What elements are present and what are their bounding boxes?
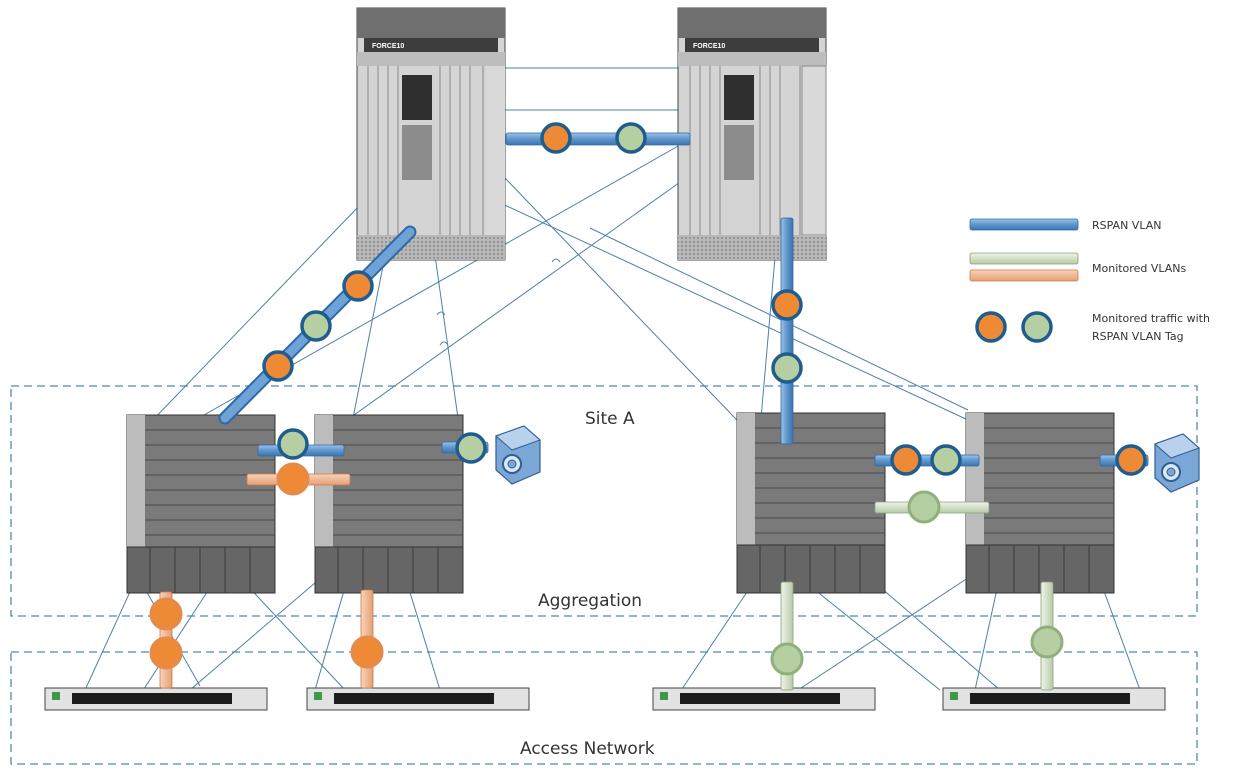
access-switch-2 — [306, 687, 530, 711]
traffic-marker-green — [930, 444, 962, 476]
aggregation-chassis-2 — [314, 414, 464, 594]
monitored-markers — [149, 462, 1064, 676]
traffic-marker-green — [300, 310, 332, 342]
core-brand-label-left: FORCE10 — [372, 43, 404, 50]
core-brand-label-right: FORCE10 — [693, 43, 725, 50]
traffic-marker-orange — [540, 122, 572, 154]
access-switch-1 — [44, 687, 268, 711]
network-analyzer-icon — [495, 425, 541, 485]
legend-rspan-label: RSPAN VLAN — [1092, 219, 1161, 232]
legend-traffic-green-marker — [1021, 311, 1053, 343]
monitored-marker-orange — [149, 636, 183, 670]
traffic-marker-green — [771, 352, 803, 384]
traffic-marker-orange — [342, 270, 374, 302]
traffic-marker-orange — [262, 350, 294, 382]
core-chassis-left: FORCE10 — [356, 7, 506, 261]
legend-traffic-label-line1: Monitored traffic with — [1092, 312, 1210, 325]
traffic-markers — [262, 122, 1147, 476]
legend-monitored-orange-swatch — [969, 269, 1079, 282]
legend-monitored-green-swatch — [969, 252, 1079, 265]
monitored-marker-green — [1030, 625, 1064, 659]
access-switch-3 — [652, 687, 876, 711]
aggregation-chassis-4 — [965, 412, 1115, 594]
aggregation-chassis-1 — [126, 414, 276, 594]
site-zone-frame — [10, 385, 1198, 617]
site-zone-label: Site A — [585, 409, 635, 429]
access-zone-label: Access Network — [520, 739, 655, 759]
monitored-marker-orange — [276, 462, 310, 496]
legend-traffic-orange-marker — [975, 311, 1007, 343]
monitored-marker-orange — [149, 597, 183, 631]
monitored-marker-orange — [350, 635, 384, 669]
traffic-marker-green — [455, 432, 487, 464]
traffic-marker-orange — [771, 289, 803, 321]
legend: RSPAN VLAN Monitored VLANs Monitored tra… — [969, 218, 1210, 343]
traffic-marker-orange — [1115, 444, 1147, 476]
aggregation-chassis-3 — [736, 412, 886, 594]
traffic-marker-orange — [890, 444, 922, 476]
aggregation-zone-label: Aggregation — [538, 591, 642, 611]
access-switch-4 — [942, 687, 1166, 711]
traffic-marker-green — [277, 428, 309, 460]
legend-monitored-label: Monitored VLANs — [1092, 262, 1186, 275]
core-chassis-right: FORCE10 — [677, 7, 827, 261]
traffic-marker-green — [615, 122, 647, 154]
monitored-marker-green — [770, 642, 804, 676]
access-zone-frame — [10, 651, 1198, 765]
monitored-marker-green — [907, 490, 941, 524]
network-analyzer-icon — [1154, 433, 1200, 493]
legend-rspan-swatch — [969, 218, 1079, 231]
legend-traffic-label-line2: RSPAN VLAN Tag — [1092, 330, 1184, 343]
